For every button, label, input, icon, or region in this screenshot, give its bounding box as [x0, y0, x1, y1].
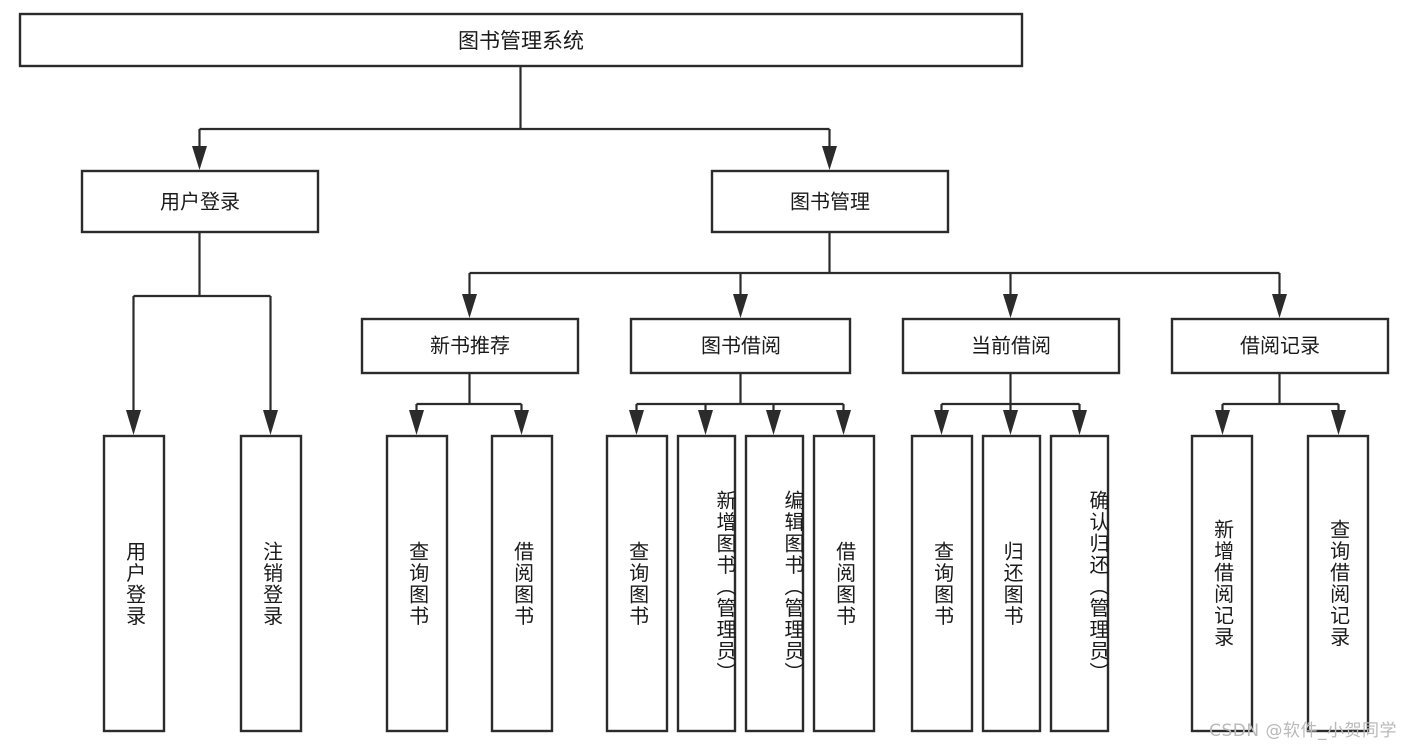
node-leaf-add-record-box[interactable] [1190, 434, 1254, 733]
node-user-login-box[interactable] [80, 169, 320, 234]
arrow-head-icon [263, 410, 278, 435]
arrow-head-icon [1003, 410, 1018, 435]
arrow-head-icon [1272, 294, 1287, 318]
node-leaf-edit-book-box[interactable] [744, 434, 805, 733]
node-root-label: 图书管理系统 [458, 29, 584, 53]
node-leaf-query-book-1-box[interactable] [385, 434, 449, 733]
node-root-box[interactable] [18, 12, 1024, 68]
arrow-head-icon [1331, 410, 1346, 435]
arrow-head-icon [766, 410, 781, 435]
arrow-head-icon [698, 410, 713, 435]
node-leaf-user-login-box[interactable] [102, 434, 166, 733]
node-leaf-logout-box[interactable] [239, 434, 303, 733]
arrow-head-icon [1003, 294, 1018, 318]
node-new-book-recommend-box[interactable] [360, 317, 580, 375]
arrow-head-icon [836, 410, 851, 435]
arrow-head-icon [462, 294, 477, 318]
node-leaf-query-book-3-box[interactable] [910, 434, 974, 733]
node-leaf-return-book-box[interactable] [981, 434, 1042, 733]
connector-group-user-login [126, 232, 278, 435]
node-leaf-borrow-book-2-box[interactable] [812, 434, 876, 733]
arrow-head-icon [514, 410, 529, 435]
connector-group-root [192, 66, 837, 170]
arrow-head-icon [1215, 410, 1230, 435]
connector-group-new-book [409, 373, 529, 435]
connector-group-book-management [462, 232, 1287, 318]
node-leaf-borrow-book-1-box[interactable] [490, 434, 554, 733]
node-book-management-box[interactable] [710, 169, 950, 234]
arrow-head-icon [409, 410, 424, 435]
node-book-borrow-box[interactable] [629, 317, 852, 375]
arrow-head-icon [126, 410, 141, 435]
node-current-borrow-box[interactable] [901, 317, 1121, 375]
node-book-management-label: 图书管理 [790, 190, 870, 214]
node-leaf-query-record-box[interactable] [1306, 434, 1370, 733]
arrow-head-icon [629, 410, 644, 435]
node-leaf-query-book-2-box[interactable] [605, 434, 669, 733]
arrow-head-icon [822, 146, 837, 170]
connector-group-book-borrow [629, 373, 851, 435]
node-current-borrow-label: 当前借阅 [971, 334, 1051, 358]
arrow-head-icon [733, 294, 748, 318]
connector-group-borrow-record [1215, 373, 1346, 435]
arrow-head-icon [192, 146, 207, 170]
arrow-head-icon [1072, 410, 1087, 435]
node-new-book-recommend-label: 新书推荐 [430, 334, 510, 358]
csdn-watermark: CSDN @软件_小贺同学 [1209, 721, 1397, 741]
node-borrow-record-label: 借阅记录 [1240, 334, 1320, 358]
node-leaf-confirm-return-box[interactable] [1049, 434, 1110, 733]
node-leaf-add-book-box[interactable] [676, 434, 737, 733]
node-user-login-label: 用户登录 [160, 190, 240, 214]
connector-group-current-borrow [934, 373, 1087, 435]
arrow-head-icon [934, 410, 949, 435]
node-book-borrow-label: 图书借阅 [701, 334, 781, 358]
node-borrow-record-box[interactable] [1170, 317, 1390, 375]
